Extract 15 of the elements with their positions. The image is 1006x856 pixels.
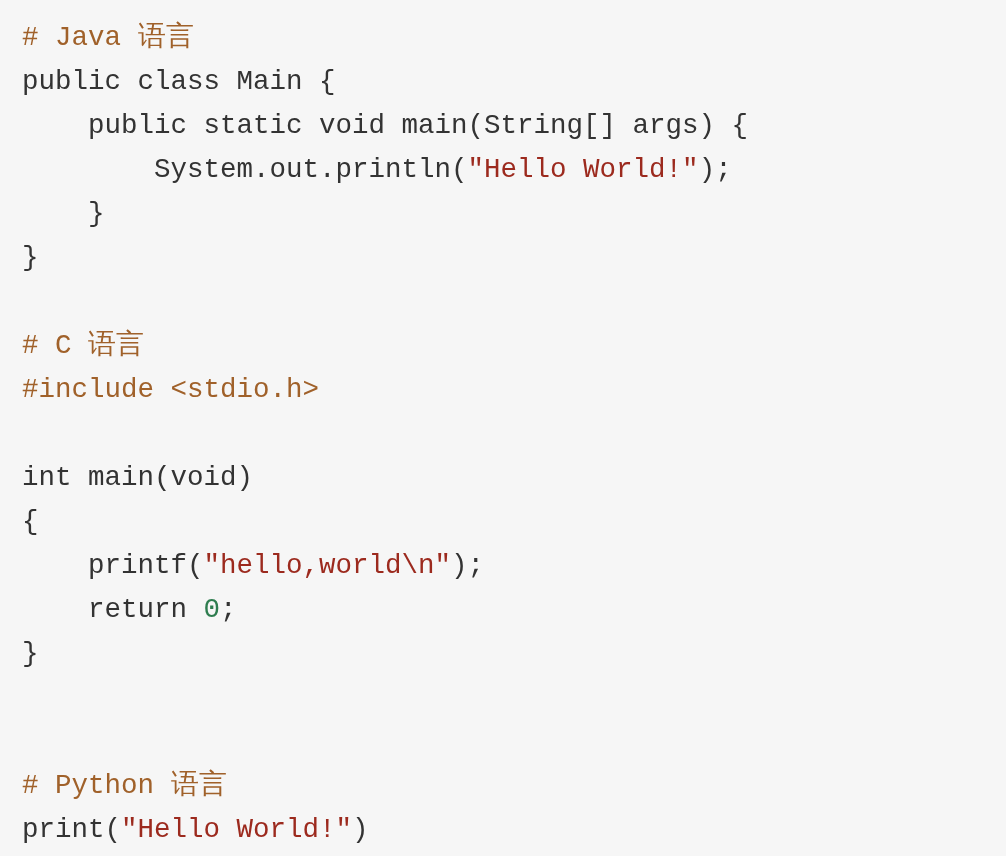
code-line: public static void main(String[] args) { (87, 110, 749, 142)
code-line: } (87, 198, 105, 230)
code-line: # Python 语言 (22, 770, 227, 802)
code-line: { (22, 506, 39, 538)
code-line: return 0; (87, 594, 237, 626)
code-line: printf("hello,world\n"); (87, 550, 485, 582)
code-line: } (22, 242, 39, 274)
code-line: public class Main { (22, 66, 336, 98)
code-line: int main(void) (22, 462, 254, 494)
code-line: System.out.println("Hello World!"); (153, 154, 732, 186)
code-line: # C 语言 (22, 330, 144, 362)
code-line: print("Hello World!") (22, 814, 369, 846)
code-line: #include <stdio.h> (22, 374, 320, 406)
code-line: } (22, 638, 39, 670)
code-line: # Java 语言 (22, 22, 194, 54)
